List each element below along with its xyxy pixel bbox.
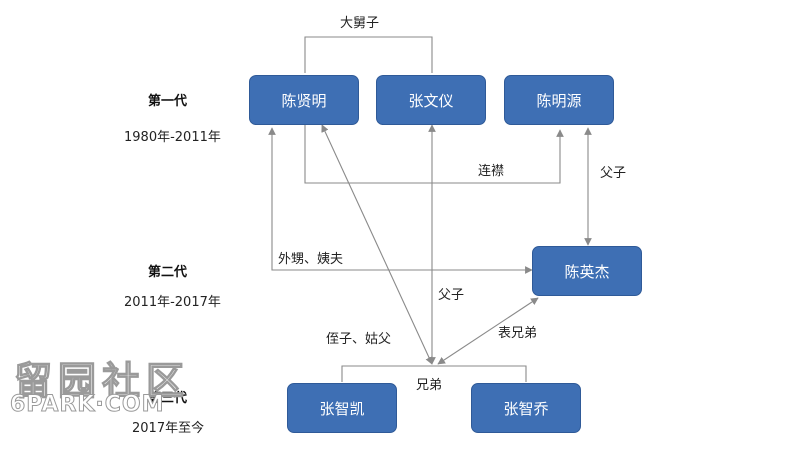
edge-nephew-aunts-husband: [268, 127, 533, 274]
generation-2-period: 2011年-2017年: [124, 295, 221, 310]
node-chen-mingyuan: 陈明源: [504, 75, 614, 125]
edge-nephew-uncle: [321, 124, 433, 365]
node-chen-yingjie: 陈英杰: [532, 246, 642, 296]
watermark-logo: 留园社区: [13, 357, 191, 403]
node-zhang-zhiqiao: 张智乔: [471, 383, 581, 433]
node-zhang-zhikai: 张智凯: [287, 383, 397, 433]
label-brothers: 兄弟: [416, 378, 443, 393]
label-nephew-uncle: 侄子、姑父: [326, 332, 392, 347]
label-brothers-in-law: 连襟: [478, 164, 505, 179]
label-father-son-1: 父子: [600, 166, 627, 181]
edge-cousins: [437, 297, 539, 365]
node-chen-xianming: 陈贤明: [249, 75, 359, 125]
watermark-logo-text: 6PARK·COM: [10, 392, 165, 418]
edge-eldest-uncle: [304, 36, 433, 73]
label-cousins: 表兄弟: [498, 326, 538, 341]
generation-3-period: 2017年至今: [132, 421, 205, 436]
generation-1-period: 1980年-2011年: [124, 130, 221, 145]
generation-3-title: 第三代: [148, 391, 188, 406]
label-eldest-uncle: 大舅子: [340, 16, 380, 31]
label-father-son-2: 父子: [438, 288, 465, 303]
node-zhang-wenyi: 张文仪: [376, 75, 486, 125]
generation-2-title: 第二代: [148, 265, 188, 280]
edge-brothers: [341, 365, 527, 382]
label-nephew-aunts-husband: 外甥、姨夫: [278, 252, 344, 267]
generation-1-title: 第一代: [148, 94, 188, 109]
